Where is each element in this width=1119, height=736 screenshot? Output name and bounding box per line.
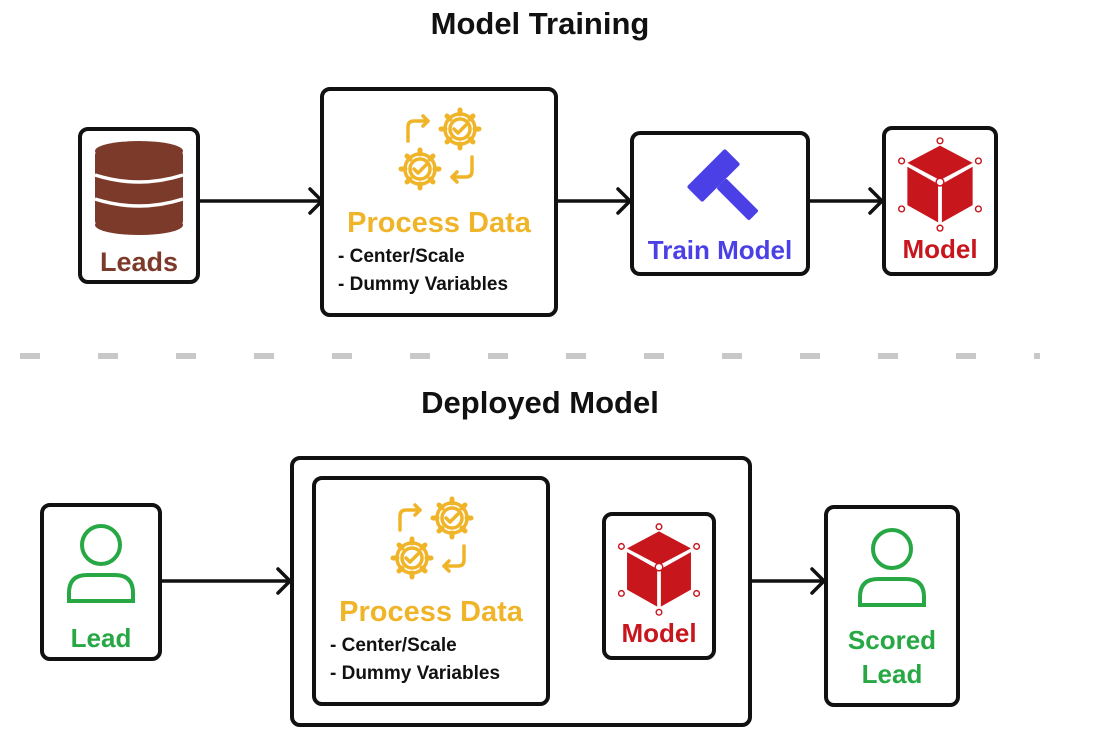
leads-box: Leads	[78, 127, 200, 284]
lead-label: Lead	[70, 623, 132, 653]
person-icon	[858, 528, 926, 607]
database-icon	[94, 141, 184, 235]
model-label: Model	[902, 234, 978, 264]
cube-icon	[898, 137, 982, 232]
person-icon	[67, 524, 135, 603]
cube-icon	[617, 523, 701, 616]
model-box: Model	[882, 126, 998, 276]
process-data-bullets: - Center/Scale - Dummy Variables	[338, 243, 508, 299]
bullet-center-scale: - Center/Scale	[330, 635, 457, 656]
gears-icon	[398, 107, 482, 191]
scored-lead-label-line2: Lead	[861, 659, 923, 689]
model-label: Model	[621, 618, 697, 648]
model-box: Model	[602, 512, 716, 660]
train-model-label: Train Model	[647, 235, 793, 265]
process-data-bullets: - Center/Scale - Dummy Variables	[330, 632, 500, 688]
bullet-dummy-variables: - Dummy Variables	[330, 663, 501, 684]
lead-box: Lead	[40, 503, 162, 661]
training-title: Model Training	[430, 6, 650, 41]
scored-lead-label-line1: Scored	[847, 625, 937, 655]
deployed-title: Deployed Model	[421, 385, 659, 420]
bullet-dummy-variables: - Dummy Variables	[338, 274, 509, 295]
process-data-label: Process Data	[347, 207, 531, 239]
train-model-box: Train Model	[630, 131, 810, 276]
process-data-box: Process Data - Center/Scale - Dummy Vari…	[312, 476, 550, 706]
gears-icon	[390, 496, 474, 580]
scored-lead-label: Scored Lead	[828, 623, 956, 691]
hammer-icon	[687, 149, 758, 220]
leads-label: Leads	[99, 247, 179, 277]
process-data-label: Process Data	[339, 596, 523, 628]
process-data-box: Process Data - Center/Scale - Dummy Vari…	[320, 87, 558, 317]
bullet-center-scale: - Center/Scale	[338, 246, 465, 267]
scored-lead-box: Scored Lead	[824, 505, 960, 707]
